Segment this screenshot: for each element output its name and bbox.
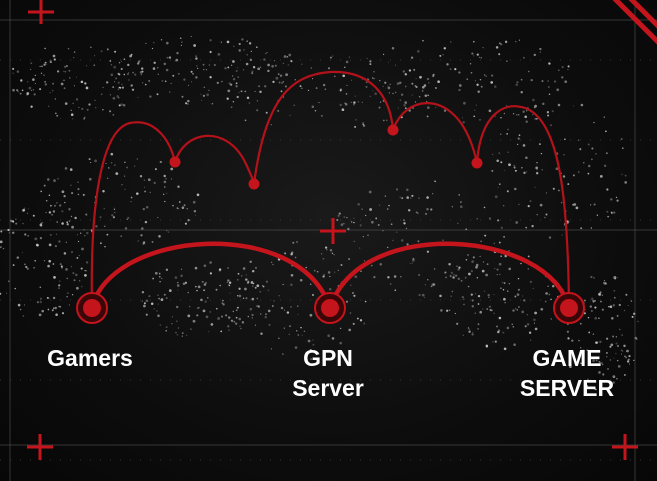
corner-stripes-decoration — [612, 0, 657, 45]
game-label-line1: GAME — [532, 345, 602, 371]
gamers-label: Gamers — [28, 343, 152, 373]
hop-dot — [387, 124, 399, 136]
gpn-label-line2: Server — [292, 375, 364, 401]
crosshair-top-left — [28, 0, 54, 24]
hop-dot — [248, 178, 260, 190]
gpn-label-line1: GPN — [303, 345, 353, 371]
indirect-route-arc — [90, 70, 571, 309]
hop-dot — [169, 156, 181, 168]
crosshair-bottom-left — [27, 434, 53, 460]
game-label-line2: SERVER — [519, 375, 615, 401]
gpn-route-arc-2 — [327, 241, 572, 309]
crosshair-center — [320, 218, 346, 244]
crosshair-bottom-right — [612, 434, 638, 460]
gpn-route-arc-1 — [89, 241, 333, 309]
gamers-label-line1: Gamers — [47, 345, 133, 371]
city-lights — [0, 35, 639, 391]
hop-dot — [471, 157, 483, 169]
gpn-server-node-marker — [314, 292, 346, 324]
game-server-node-marker — [553, 292, 585, 324]
game-server-label: GAME SERVER — [505, 343, 629, 403]
gpn-server-label: GPN Server — [266, 343, 390, 403]
gamers-node-marker — [76, 292, 108, 324]
